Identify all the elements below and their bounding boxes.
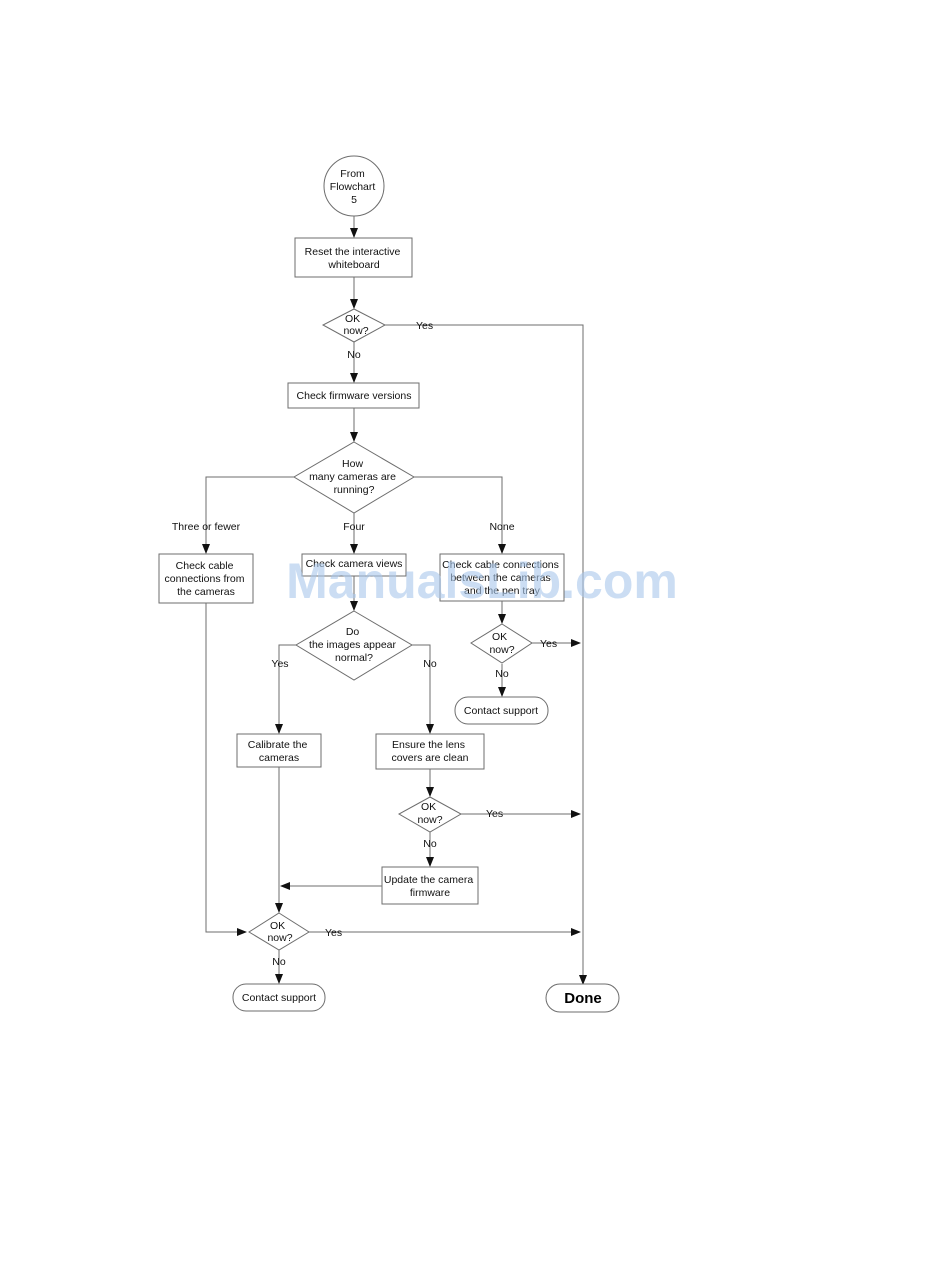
ok-final-no-label: No [272,956,286,968]
done-label: Done [564,990,602,1007]
lens-line-2: covers are clean [391,752,468,764]
svg-text:Check cable connections: Check cable connections between the came… [442,559,562,597]
svg-text:Check cable connections: Check cable connections from the cameras [165,560,248,598]
cable-right-line-3: and the pen tray [464,585,541,597]
svg-text:Ensure the lens covers a: Ensure the lens covers are clean [391,739,468,764]
svg-text:OK now?: OK now? [417,801,442,826]
lens-line-1: Ensure the lens [392,739,465,751]
ok-final-line-1: OK [270,920,285,932]
calibrate-line-1: Calibrate the [248,739,308,751]
connector-images-no [412,644,434,734]
watermark: ManualsLib.com [286,553,678,609]
ok-right-yes-label: Yes [540,638,557,650]
update-line-1: Update the camera [384,874,473,886]
calibrate-line-2: cameras [259,752,299,764]
cable-right-line-1: Check cable connections [442,559,559,571]
contact-support-bottom: Contact support [232,983,326,1012]
cable-left-line-2: connections from [165,573,245,585]
four-label: Four [343,521,365,533]
contact-support-right: Contact support [454,696,549,725]
start-line-2: Flowchart [330,181,376,193]
decision-cameras: How many cameras are running? Three or f… [172,441,515,533]
check-cable-left-box: Check cable connections from the cameras [158,553,254,604]
decision-ok-right: OK now? Yes No [470,623,557,680]
svg-text:Update the camera firmwa: Update the camera firmware [384,874,476,899]
svg-text:From Flowchart 5: From Flowchart 5 [330,168,378,206]
images-no-label: No [423,658,437,670]
ok-right-line-1: OK [492,631,507,643]
decision-images: Do the images appear normal? Yes No [271,610,437,681]
firmware-label: Check firmware versions [297,390,412,402]
check-cable-right-box: Check cable connections between the came… [439,553,565,602]
cable-left-line-1: Check cable [176,560,234,572]
reset-whiteboard-box: Reset the interactive whiteboard [294,237,413,278]
reset-line-1: Reset the interactive [305,246,401,258]
cable-left-line-3: the cameras [177,586,235,598]
svg-text:OK now?: OK now? [489,631,514,656]
calibrate-box: Calibrate the cameras [236,733,322,768]
svg-text:Do the images appear: Do the images appear normal? [309,626,399,664]
images-line-2: the images appear [309,639,396,651]
ok-lens-line-1: OK [421,801,436,813]
ok1-yes-label: Yes [416,320,433,332]
ok-final-yes-label: Yes [325,927,342,939]
connector-three-or-fewer [202,476,294,554]
decision-ok-1: OK now? Yes No [321,308,433,361]
check-firmware-box: Check firmware versions [287,382,420,409]
svg-text:OK now?: OK now? [267,920,292,944]
contact-right-label: Contact support [464,705,538,717]
ensure-lens-box: Ensure the lens covers are clean [375,733,485,770]
update-line-2: firmware [410,887,450,899]
connector-ok1-yes-to-done [385,324,587,985]
start-line-1: From [340,168,365,180]
connector-none [414,476,506,554]
svg-text:OK now?: OK now? [343,313,368,337]
ok1-line-1: OK [345,313,360,325]
connectors [202,216,587,985]
svg-text:Calibrate the cameras: Calibrate the cameras [248,739,310,764]
images-yes-label: Yes [271,658,288,670]
cameras-line-3: running? [334,484,375,496]
decision-ok-lens: OK now? Yes No [397,796,503,850]
svg-text:How many cameras are: How many cameras are running? [309,458,399,496]
cameras-line-1: How [342,458,363,470]
connector-images-yes [275,644,296,734]
svg-text:Reset the interactive wh: Reset the interactive whiteboard [305,246,404,271]
start-node: From Flowchart 5 [323,155,385,217]
decision-ok-final: OK now? Yes No [248,912,342,968]
connector-cable-left-to-final [205,603,247,936]
start-line-3: 5 [351,194,357,206]
ok1-no-label: No [347,349,361,361]
images-line-1: Do [346,626,360,638]
cameras-line-2: many cameras are [309,471,396,483]
three-or-fewer-label: Three or fewer [172,521,241,533]
ok-final-line-2: now? [267,932,292,944]
images-line-3: normal? [335,652,373,664]
done-node: Done [545,983,620,1013]
cable-right-line-2: between the cameras [450,572,550,584]
ok-right-line-2: now? [489,644,514,656]
ok-right-no-label: No [495,668,509,680]
camera-views-label: Check camera views [306,558,403,570]
ok1-line-2: now? [343,325,368,337]
none-label: None [489,521,514,533]
ok-lens-line-2: now? [417,814,442,826]
update-firmware-box: Update the camera firmware [381,866,479,905]
ok-lens-yes-label: Yes [486,808,503,820]
check-camera-views-box: Check camera views [301,553,407,577]
contact-bottom-label: Contact support [242,992,316,1004]
reset-line-2: whiteboard [327,259,380,271]
ok-lens-no-label: No [423,838,437,850]
